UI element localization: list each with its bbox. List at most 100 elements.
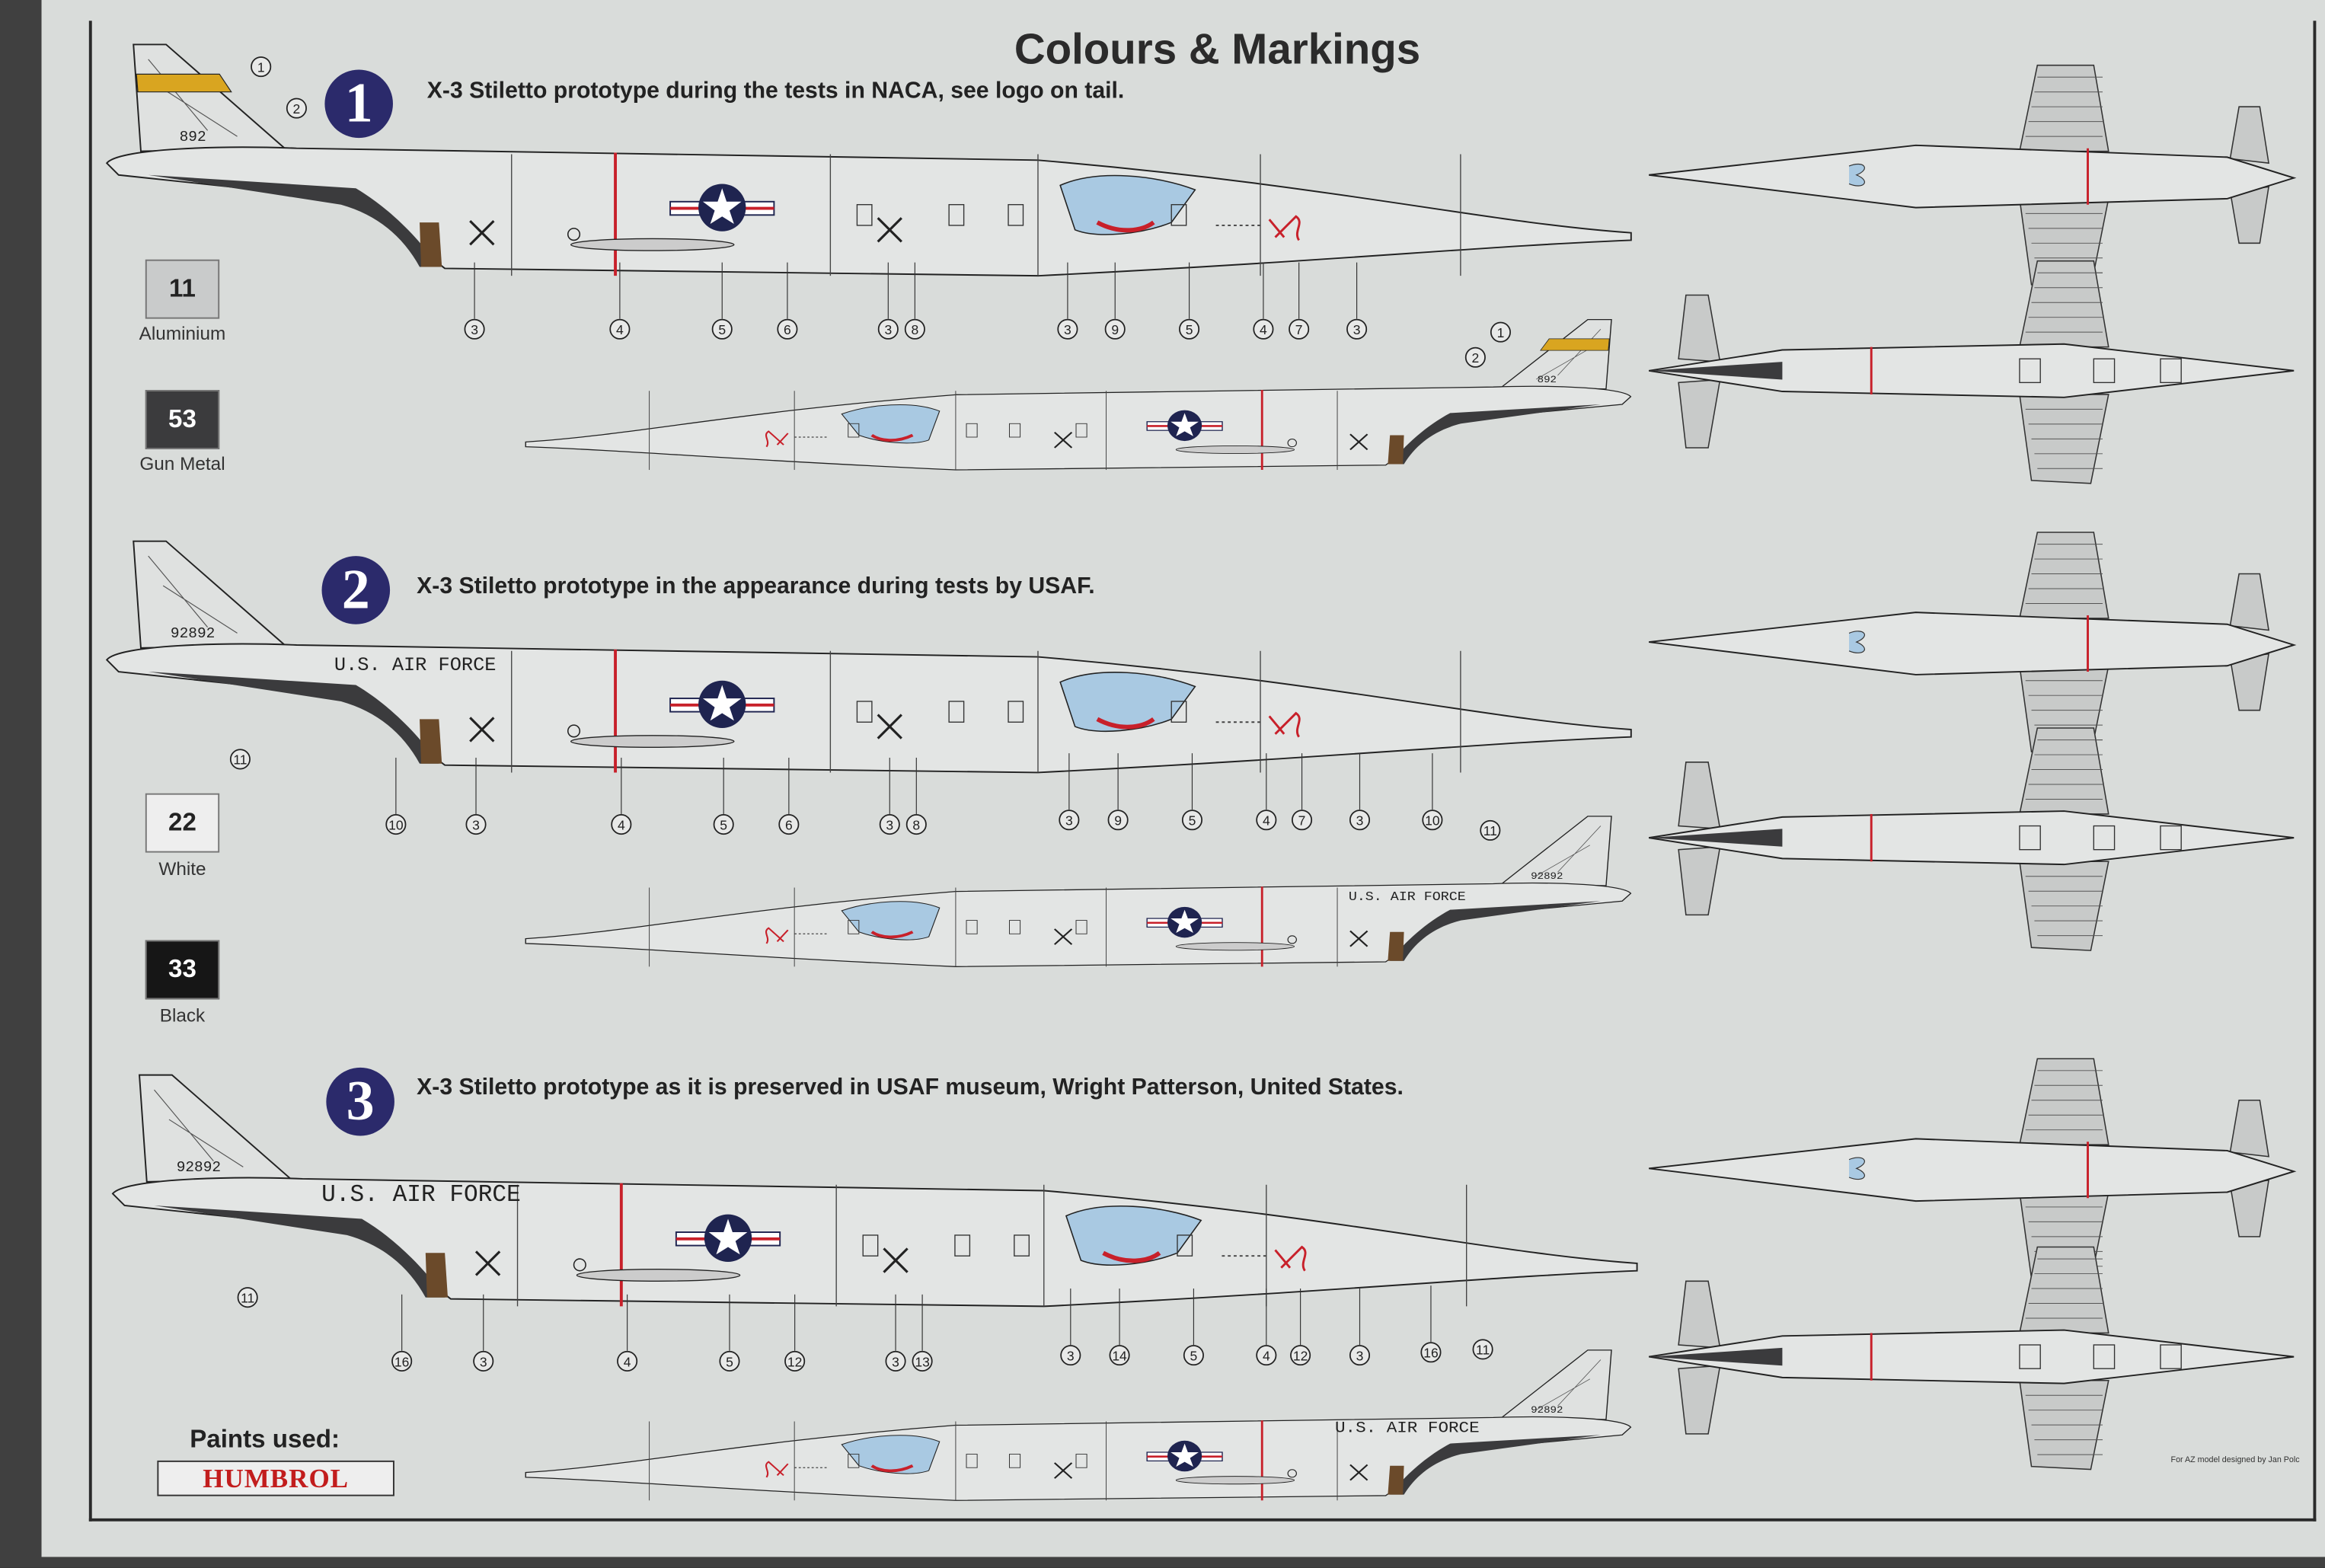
- svg-text:3: 3: [471, 322, 478, 337]
- scheme-3-caption: X-3 Stiletto prototype as it is preserve…: [417, 1075, 1404, 1100]
- x-marking: [474, 1250, 501, 1276]
- x-marking: [1349, 930, 1368, 947]
- scheme-1-callout-6: 6: [777, 318, 798, 340]
- scheme-2-callout-6: 6: [778, 814, 800, 835]
- scheme-1-plan-view-bottom: [1649, 260, 2295, 484]
- scheme-1-badge: 1: [324, 69, 393, 139]
- scheme-3-plan-view-top: [1649, 1058, 2297, 1282]
- scheme-2-callout-10: 10: [385, 814, 407, 835]
- scheme-3-callout-3: 3: [473, 1350, 494, 1372]
- paint-swatch-white: 22: [145, 793, 220, 853]
- scheme-1-lower-gunmetal-area: [1390, 404, 1601, 465]
- scheme-1-callout-5: 5: [711, 318, 733, 340]
- scheme-1-callout-3: 3: [464, 318, 485, 340]
- svg-text:3: 3: [472, 817, 480, 832]
- scheme-3-callout-3: 3: [885, 1350, 906, 1372]
- svg-text:4: 4: [1260, 322, 1267, 337]
- scheme-3-lower-fuselage: [525, 1416, 1632, 1501]
- x-marking: [1053, 928, 1073, 945]
- scheme-1-callout-1: 1: [1490, 321, 1511, 343]
- scheme-2-plan-view-bottom: [1649, 727, 2295, 951]
- scheme-3-callout-4: 4: [617, 1350, 638, 1372]
- paint-swatch-aluminium: 11: [145, 259, 220, 319]
- scheme-3-badge: 3: [326, 1067, 394, 1136]
- scheme-2-callout-7: 7: [1292, 810, 1313, 831]
- scheme-1-lower-tail-serial: 892: [1538, 375, 1557, 385]
- svg-text:3: 3: [892, 1354, 899, 1369]
- scheme-3-callout-13: 13: [912, 1350, 933, 1372]
- paint-label-white: White: [158, 858, 206, 880]
- svg-text:14: 14: [1112, 1348, 1127, 1363]
- svg-text:5: 5: [1190, 1348, 1198, 1363]
- svg-text:12: 12: [787, 1354, 802, 1369]
- humbrol-logo: HUMBROL: [157, 1460, 394, 1496]
- scheme-1-upper-fuselage: [105, 146, 1632, 277]
- scheme-2-callout-3: 3: [1059, 810, 1080, 831]
- svg-text:5: 5: [718, 322, 726, 337]
- scheme-3-upper-gunmetal-area: [154, 1205, 446, 1298]
- svg-text:5: 5: [1189, 813, 1196, 829]
- scheme-3-lower-logo: [765, 1461, 789, 1478]
- svg-text:3: 3: [480, 1354, 487, 1369]
- scheme-1-callout-3: 3: [877, 318, 899, 340]
- paint-swatch-gun-metal: 53: [145, 390, 220, 449]
- scheme-2-callout-10: 10: [1422, 810, 1443, 831]
- scheme-3-callout-5: 5: [719, 1350, 740, 1372]
- scheme-1-upper-logo: [1268, 215, 1301, 241]
- scheme-3-lower-gunmetal-area: [1390, 1435, 1601, 1495]
- scheme-1-callout-1: 1: [251, 56, 272, 78]
- paint-label-aluminium: Aluminium: [139, 323, 226, 344]
- x-marking: [469, 220, 495, 246]
- svg-text:9: 9: [1114, 813, 1122, 829]
- scheme-2-callout-3: 3: [465, 814, 487, 835]
- scheme-3-callout-12: 12: [784, 1350, 806, 1372]
- svg-text:4: 4: [1263, 1348, 1270, 1363]
- svg-text:4: 4: [616, 322, 624, 337]
- scheme-3-callout-16: 16: [1420, 1342, 1442, 1363]
- scheme-3-upper-fuselage-lettering: U.S. AIR FORCE: [321, 1182, 521, 1209]
- svg-text:5: 5: [726, 1354, 733, 1369]
- x-marking: [1349, 433, 1368, 451]
- svg-text:3: 3: [886, 817, 893, 832]
- svg-text:3: 3: [1356, 813, 1364, 829]
- svg-text:3: 3: [1356, 1348, 1364, 1363]
- scheme-3-upper-logo: [1274, 1245, 1307, 1272]
- scheme-2-upper-logo: [1268, 711, 1301, 738]
- svg-text:4: 4: [618, 817, 625, 832]
- designer-credit: For AZ model designed by Jan Polc: [2170, 1456, 2300, 1465]
- scheme-2-callout-4: 4: [611, 814, 632, 835]
- scheme-2-lower-canopy: [841, 901, 941, 940]
- svg-text:4: 4: [624, 1354, 631, 1369]
- scheme-1-callout-4: 4: [609, 318, 631, 340]
- paint-label-gun-metal: Gun Metal: [139, 453, 225, 475]
- scheme-1-plan-view-top: [1649, 64, 2297, 289]
- svg-text:16: 16: [394, 1354, 409, 1369]
- svg-text:16: 16: [1423, 1346, 1438, 1361]
- paint-swatch-black: 33: [145, 940, 220, 1000]
- scheme-3-upper-fuselage: [111, 1177, 1638, 1308]
- scheme-3-callout-4: 4: [1256, 1345, 1277, 1366]
- scheme-2-callout-11: 11: [1480, 819, 1501, 841]
- scheme-1-callout-2: 2: [1464, 346, 1486, 368]
- scheme-1-callout-3: 3: [1057, 318, 1078, 340]
- svg-text:10: 10: [388, 817, 404, 832]
- scheme-2-callout-3: 3: [1349, 810, 1371, 831]
- x-marking: [877, 217, 902, 243]
- scheme-2-callout-8: 8: [905, 814, 927, 835]
- scheme-3-lower-tail-serial: 92892: [1531, 1406, 1563, 1416]
- scheme-1-caption: X-3 Stiletto prototype during the tests …: [426, 78, 1125, 104]
- scheme-3-plan-view-bottom: [1649, 1246, 2295, 1471]
- svg-text:1: 1: [257, 59, 265, 75]
- scheme-2-callout-11: 11: [229, 749, 251, 770]
- svg-text:10: 10: [1425, 813, 1440, 829]
- x-marking: [1349, 1464, 1368, 1481]
- scheme-1-callout-7: 7: [1289, 318, 1310, 340]
- svg-text:4: 4: [1263, 813, 1270, 829]
- scheme-2-callout-5: 5: [1181, 810, 1203, 831]
- sheet-frame: [88, 21, 2317, 1522]
- svg-text:5: 5: [720, 817, 727, 832]
